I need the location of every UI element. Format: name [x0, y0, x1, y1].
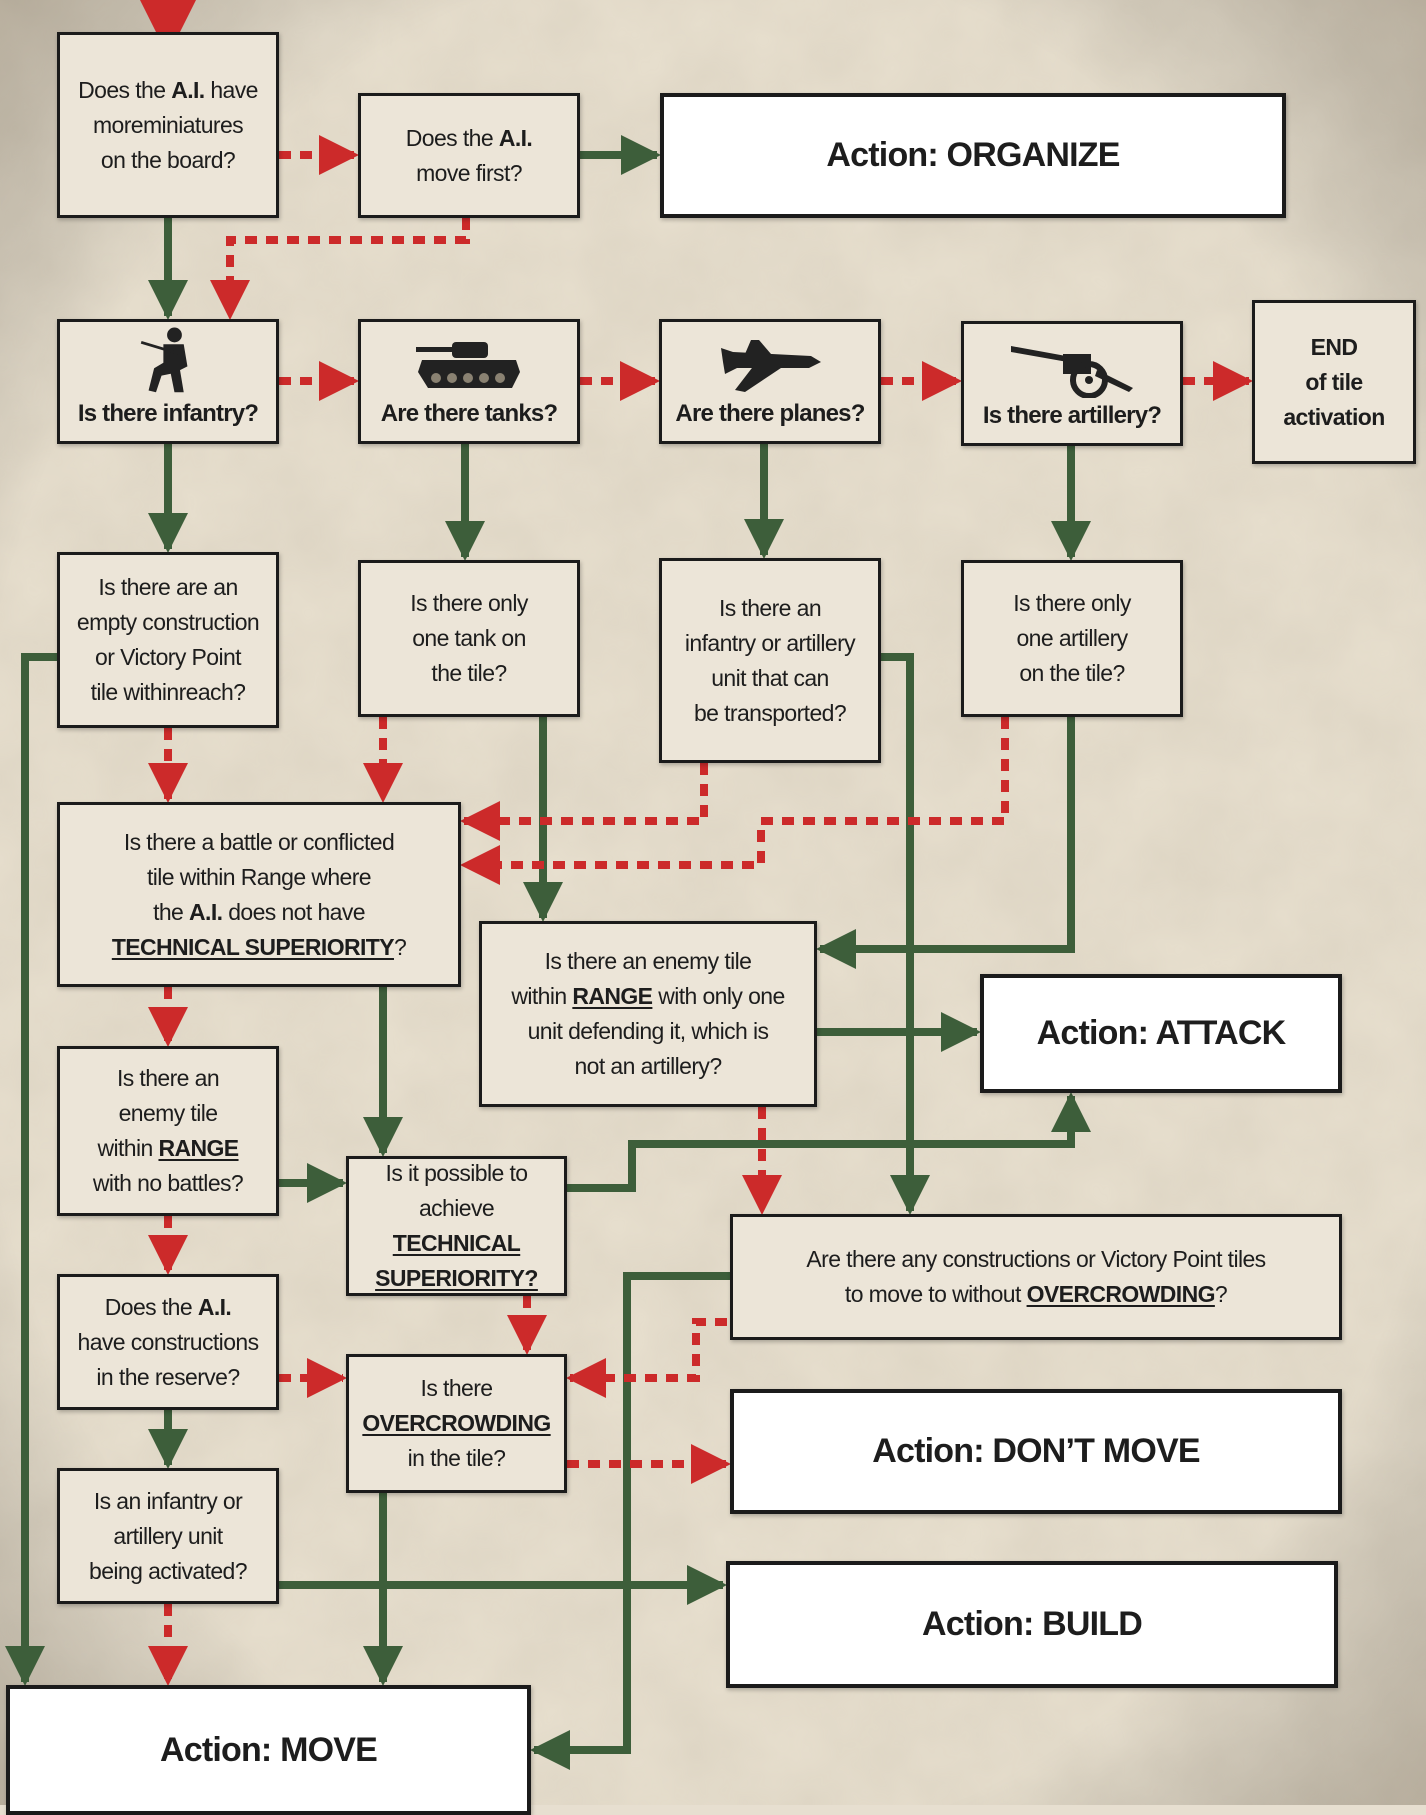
node-battle-tile: Is there a battle or conflicted tile wit… — [57, 802, 461, 987]
node-one-artillery: Is there only one artillery on the tile? — [961, 560, 1183, 717]
node-enemy-one-unit: Is there an enemy tile within RANGE with… — [479, 921, 817, 1107]
node-more-miniatures: Does the A.I. have moreminiatures on the… — [57, 32, 279, 218]
plane-icon — [721, 340, 821, 392]
node-constructions-vp: Are there any constructions or Victory P… — [730, 1214, 1342, 1340]
node-one-tank: Is there only one tank on the tile? — [358, 560, 580, 717]
node-move-first: Does the A.I. move first? — [358, 93, 580, 218]
node-tanks: Are there tanks? — [358, 319, 580, 444]
action-dont-move: Action: DON’T MOVE — [730, 1389, 1342, 1514]
artillery-gun-icon — [1011, 346, 1133, 398]
node-infantry: Is there infantry? — [57, 319, 279, 444]
node-end-tile-activation: END of tile activation — [1252, 300, 1416, 464]
infantry-soldier-icon — [140, 327, 188, 393]
node-enemy-no-battles: Is there an enemy tile within RANGE with… — [57, 1046, 279, 1216]
node-reserve: Does the A.I. have constructions in the … — [57, 1274, 279, 1410]
start-arrow-icon — [140, 0, 196, 56]
yes-constr-to-move — [530, 1272, 730, 1770]
yes-empty-to-move — [5, 653, 57, 1686]
no-transport-to-battle — [460, 763, 708, 841]
no-constr-to-overcrowd — [566, 1318, 727, 1398]
tank-icon — [416, 342, 520, 388]
no-movefirst-to-infantry — [210, 218, 470, 320]
node-overcrowding: Is there OVERCROWDING in the tile? — [346, 1354, 567, 1493]
node-tech-superiority: Is it possible to achieve TECHNICAL SUPE… — [346, 1156, 567, 1296]
action-build: Action: BUILD — [726, 1561, 1338, 1688]
node-inf-art-activated: Is an infantry or artillery unit being a… — [57, 1468, 279, 1604]
yes-transport-to-constr — [881, 653, 930, 1215]
action-attack: Action: ATTACK — [980, 974, 1342, 1093]
action-move: Action: MOVE — [6, 1685, 531, 1815]
yes-tech-to-attack — [567, 1092, 1091, 1192]
no-oneart-to-battle — [460, 717, 1009, 885]
yes-oneart-to-enemy — [816, 717, 1075, 969]
action-organize: Action: ORGANIZE — [660, 93, 1286, 218]
node-artillery: Is there artillery? — [961, 321, 1183, 446]
node-planes: Are there planes? — [659, 319, 881, 444]
node-transport: Is there an infantry or artillery unit t… — [659, 558, 881, 763]
node-empty-construction: Is there are an empty construction or Vi… — [57, 552, 279, 728]
